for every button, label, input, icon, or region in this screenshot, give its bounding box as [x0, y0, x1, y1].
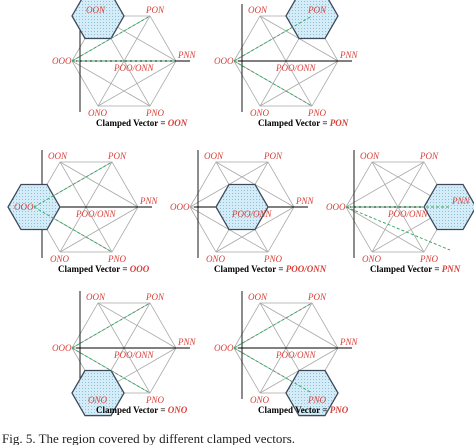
- vertex-label-ooo: OOO: [170, 202, 190, 212]
- panel-caption: Clamped Vector = PON: [258, 118, 349, 128]
- vertex-label-poo_onn: POO/ONN: [387, 209, 428, 219]
- vertex-label-oon: OON: [204, 151, 224, 161]
- vertex-label-pno: PNO: [145, 395, 165, 405]
- vertex-label-oon: OON: [248, 5, 268, 15]
- clamped-vector-value: OOO: [130, 264, 150, 274]
- vertex-label-ooo: OOO: [214, 56, 234, 66]
- vertex-label-pnn: PNN: [451, 196, 471, 206]
- vertex-label-ooo: OOO: [52, 343, 72, 353]
- vertex-label-oon: OON: [248, 292, 268, 302]
- vertex-label-pnn: PNN: [139, 196, 159, 206]
- vertex-label-ono: ONO: [50, 254, 70, 264]
- panel-caption: Clamped Vector = POO/ONN: [214, 264, 327, 274]
- diagonal-line: [33, 161, 113, 208]
- diagonal-line: [71, 302, 151, 349]
- vertex-label-ono: ONO: [362, 254, 382, 264]
- vertex-label-ono: ONO: [250, 108, 270, 118]
- clamped-region-hexagon: [215, 183, 269, 231]
- axes: [238, 290, 352, 400]
- vertex-label-pon: PON: [145, 292, 165, 302]
- diagonal-line: [71, 15, 151, 62]
- vertex-label-ooo: OOO: [14, 202, 34, 212]
- clamped-vector-value: POO/ONN: [286, 264, 327, 274]
- panel-caption: Clamped Vector = OOO: [58, 264, 150, 274]
- panel-caption: Clamped Vector = ONO: [96, 405, 188, 415]
- vertex-label-ooo: OOO: [52, 56, 72, 66]
- diagonal-line: [233, 60, 313, 107]
- vertex-label-poo_onn: POO/ONN: [275, 350, 316, 360]
- vertex-label-poo_onn: POO/ONN: [275, 63, 316, 73]
- vertex-label-pno: PNO: [107, 254, 127, 264]
- clamped-region-hexagon: [285, 0, 339, 40]
- vertex-label-pon: PON: [145, 5, 165, 15]
- vertex-label-pnn: PNN: [177, 337, 197, 347]
- diagonal-line: [233, 347, 313, 394]
- vertex-label-poo_onn: POO/ONN: [113, 350, 154, 360]
- vertex-label-oon: OON: [86, 5, 106, 15]
- vertex-label-pno: PNO: [263, 254, 283, 264]
- vertex-label-pnn: PNN: [295, 196, 315, 206]
- vertex-label-pno: PNO: [419, 254, 439, 264]
- clamped-vector-value: ONO: [168, 405, 188, 415]
- vertex-label-pnn: PNN: [177, 50, 197, 60]
- panel-caption: Clamped Vector = PNN: [370, 264, 461, 274]
- diagonal-line: [233, 302, 313, 349]
- clamped-vector-value: PNN: [442, 264, 461, 274]
- panel-caption: Clamped Vector = OON: [96, 118, 188, 128]
- diagonal-line: [233, 15, 313, 62]
- vertex-label-pon: PON: [263, 151, 283, 161]
- diagonal-line: [71, 347, 151, 394]
- vertex-label-pon: PON: [107, 151, 127, 161]
- axes: [238, 3, 352, 113]
- vertex-label-oon: OON: [360, 151, 380, 161]
- diagonal-line: [345, 206, 451, 251]
- vertex-label-pno: PNO: [307, 108, 327, 118]
- vertex-label-oon: OON: [86, 292, 106, 302]
- vertex-label-pon: PON: [307, 5, 327, 15]
- vertex-label-ono: ONO: [88, 395, 108, 405]
- clamped-vector-value: PNO: [330, 405, 349, 415]
- vertex-label-pnn: PNN: [339, 50, 359, 60]
- vertex-label-poo_onn: POO/ONN: [75, 209, 116, 219]
- vertex-label-poo_onn: POO/ONN: [231, 209, 272, 219]
- clamped-vector-value: OON: [168, 118, 188, 128]
- vertex-label-pno: PNO: [307, 395, 327, 405]
- vertex-label-ono: ONO: [206, 254, 226, 264]
- vertex-label-ooo: OOO: [214, 343, 234, 353]
- panel-caption: Clamped Vector = PNO: [258, 405, 349, 415]
- vertex-label-pnn: PNN: [339, 337, 359, 347]
- vertex-label-ono: ONO: [250, 395, 270, 405]
- vertex-label-pno: PNO: [145, 108, 165, 118]
- diagonal-line: [33, 206, 113, 253]
- clamped-vector-value: PON: [330, 118, 349, 128]
- vertex-label-poo_onn: POO/ONN: [113, 63, 154, 73]
- vertex-label-pon: PON: [307, 292, 327, 302]
- vertex-label-ooo: OOO: [326, 202, 346, 212]
- vertex-label-ono: ONO: [88, 108, 108, 118]
- vertex-label-oon: OON: [48, 151, 68, 161]
- figure-caption: Fig. 5. The region covered by different …: [2, 431, 295, 445]
- vertex-label-pon: PON: [419, 151, 439, 161]
